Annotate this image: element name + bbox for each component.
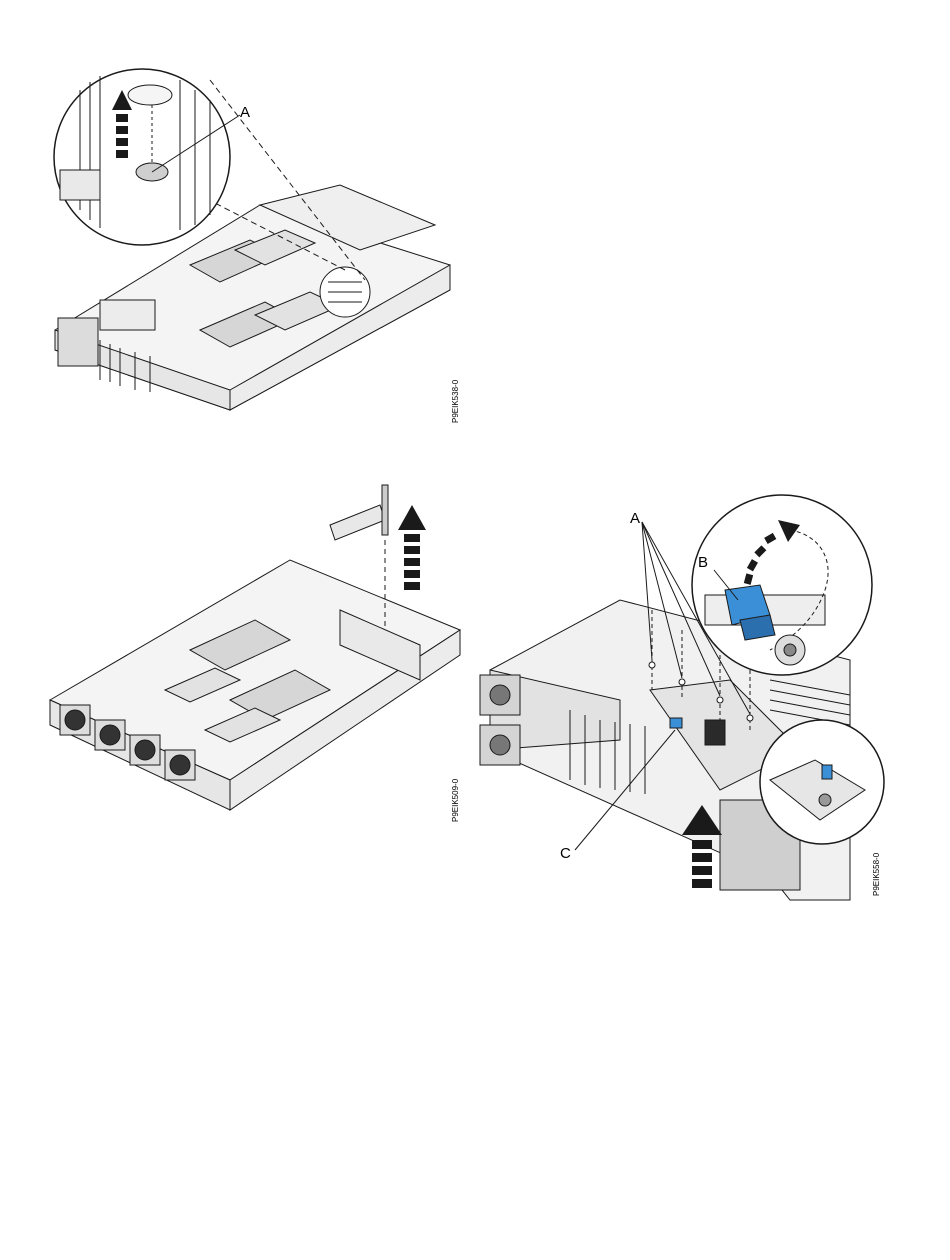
server-riser-illustration [470, 490, 890, 910]
battery-zoom-callout [54, 69, 240, 245]
figure-id-label: P9EIK558-0 [872, 853, 881, 896]
figure-battery-removal: A P9EIK538-0 [40, 60, 470, 430]
callout-b: B [698, 554, 708, 571]
latch-zoom-callout [692, 495, 872, 675]
figure-id-label: P9EIK538-0 [451, 380, 460, 423]
latch-detail-zoom [760, 720, 884, 844]
server-battery-illustration [40, 60, 470, 430]
figure-id-label: P9EIK509-0 [451, 779, 460, 822]
callout-a: A [630, 510, 640, 527]
callout-a: A [240, 104, 250, 121]
figure-adapter-removal: P9EIK509-0 [40, 480, 470, 830]
callout-c: C [560, 845, 571, 862]
up-arrow-icon [398, 505, 426, 590]
server-adapter-illustration [40, 480, 470, 830]
figure-riser-latch: A B C P9EIK558-0 [470, 490, 890, 910]
